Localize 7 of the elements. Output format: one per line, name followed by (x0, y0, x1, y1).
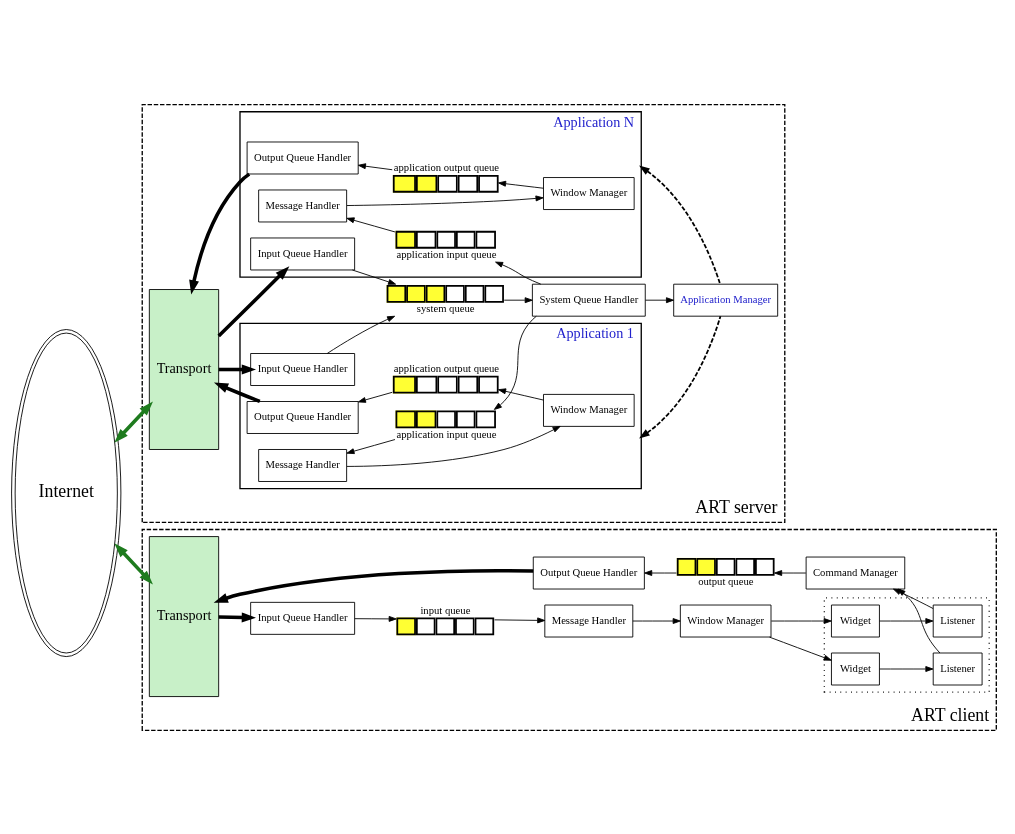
node-label: output queue (698, 575, 754, 587)
node-label: application output queue (393, 362, 500, 374)
node-label: application input queue (396, 248, 497, 260)
node-text: input queue (420, 604, 471, 616)
node-label: application input queue (396, 428, 497, 440)
node-label: system queue (416, 302, 475, 314)
node-label: application output queue (393, 161, 500, 173)
